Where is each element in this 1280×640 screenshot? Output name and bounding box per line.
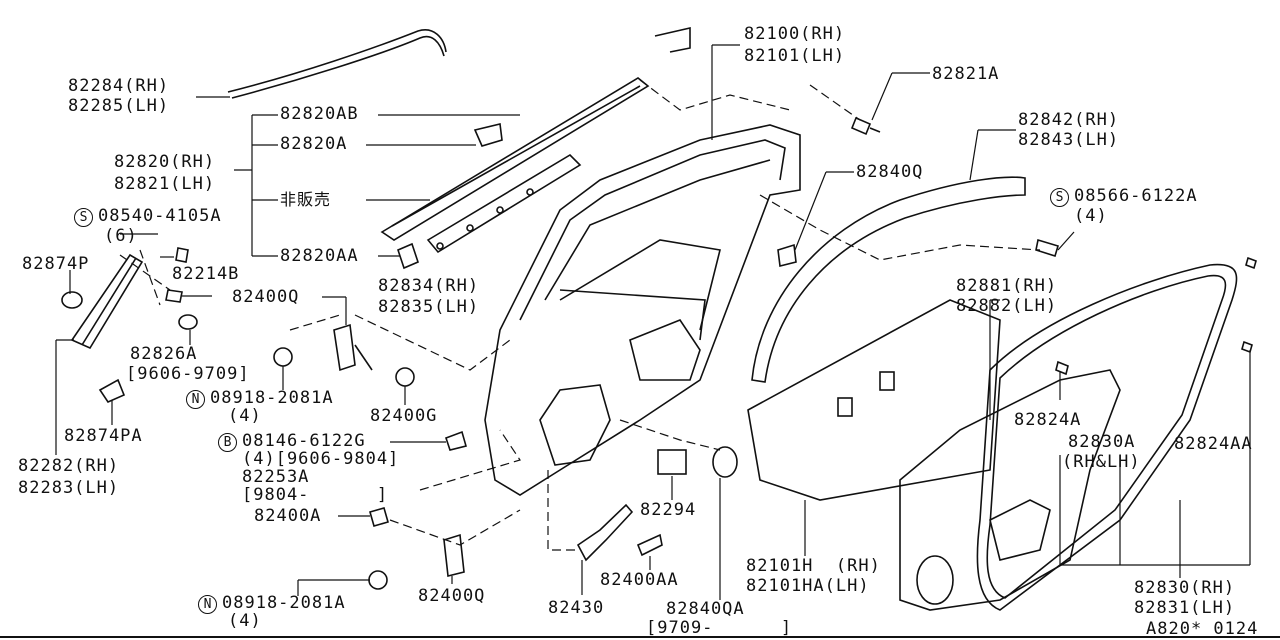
label-82285: 82285(LH) bbox=[68, 96, 169, 116]
label-08918-top-qty: (4) bbox=[228, 406, 262, 426]
label-82840qa-date: [9709- ] bbox=[646, 618, 793, 638]
marker-b-08146: B bbox=[218, 433, 237, 452]
label-82830-rh: 82830(RH) bbox=[1134, 578, 1236, 598]
label-08146-6122g: 08146-6122G bbox=[242, 431, 366, 451]
part-82840q-sheet[interactable] bbox=[777, 243, 797, 267]
label-82835-lh: 82835(LH) bbox=[378, 297, 480, 317]
part-82826a-clip[interactable] bbox=[178, 314, 198, 330]
part-82820a-clip[interactable] bbox=[473, 123, 503, 147]
label-82820aa: 82820AA bbox=[280, 246, 359, 266]
part-82400a-bolt[interactable] bbox=[369, 507, 389, 527]
part-82282-sash[interactable] bbox=[70, 253, 144, 350]
part-82284-molding[interactable] bbox=[227, 29, 447, 99]
label-08146-sub: (4)[9606-9804] bbox=[242, 449, 400, 469]
label-82840qa: 82840QA bbox=[666, 599, 745, 619]
part-82874p-grommet[interactable] bbox=[61, 291, 83, 309]
label-82100-rh: 82100(RH) bbox=[744, 24, 846, 44]
label-82430: 82430 bbox=[548, 598, 605, 618]
part-82830a-weatherstrip[interactable] bbox=[976, 263, 1238, 611]
marker-s-08566: S bbox=[1050, 188, 1069, 207]
part-82834-inner-strip[interactable] bbox=[426, 153, 582, 254]
bottom-border bbox=[0, 636, 1280, 638]
label-82874p: 82874P bbox=[22, 254, 90, 274]
label-82826a: 82826A bbox=[130, 344, 198, 364]
part-82842-weatherstrip[interactable] bbox=[751, 176, 1026, 383]
label-82101-lh: 82101(LH) bbox=[744, 46, 846, 66]
label-08566-6122a: 08566-6122A bbox=[1074, 186, 1198, 206]
part-82830-door-trim[interactable] bbox=[899, 369, 1121, 611]
part-82294-pad[interactable] bbox=[657, 449, 687, 475]
label-82253a: 82253A bbox=[242, 467, 310, 487]
label-08918-bottom-qty: (4) bbox=[228, 611, 262, 631]
part-82874pa-grommet[interactable] bbox=[98, 378, 126, 404]
marker-n-08918-bottom: N bbox=[198, 595, 217, 614]
part-82400q-upper-hinge[interactable] bbox=[333, 323, 373, 372]
label-82294: 82294 bbox=[640, 500, 697, 520]
part-08566-bolt[interactable] bbox=[1035, 238, 1059, 258]
label-82824aa: 82824AA bbox=[1174, 434, 1253, 454]
part-82820aa-clip[interactable] bbox=[397, 242, 419, 270]
assembly-dashed-lines bbox=[119, 79, 1041, 551]
label-82400q-bottom: 82400Q bbox=[418, 586, 486, 606]
label-08918-bottom: 08918-2081A bbox=[222, 593, 346, 613]
label-82820a: 82820A bbox=[280, 134, 348, 154]
label-not-for-sale: 非販売 bbox=[280, 190, 332, 209]
label-82821a: 82821A bbox=[932, 64, 1000, 84]
label-82882-lh: 82882(LH) bbox=[956, 296, 1058, 316]
label-82821-lh: 82821(LH) bbox=[114, 174, 216, 194]
part-82430-handle[interactable] bbox=[576, 503, 634, 562]
label-82843-lh: 82843(LH) bbox=[1018, 130, 1120, 150]
label-82881-rh: 82881(RH) bbox=[956, 276, 1058, 296]
part-82214b-screw[interactable] bbox=[165, 247, 189, 303]
leader-lines bbox=[55, 44, 1251, 600]
part-82821a-bolt[interactable] bbox=[850, 116, 881, 136]
part-82820ab-weatherstrip[interactable] bbox=[380, 26, 691, 241]
label-82282-rh: 82282(RH) bbox=[18, 456, 120, 476]
label-08540-4105a: 08540-4105A bbox=[98, 206, 222, 226]
label-82826a-date: [9606-9709] bbox=[126, 364, 250, 384]
label-82830a-sub: (RH&LH) bbox=[1062, 452, 1141, 472]
label-82840q: 82840Q bbox=[856, 162, 924, 182]
label-82283-lh: 82283(LH) bbox=[18, 478, 120, 498]
label-82101h: 82101H (RH) bbox=[746, 556, 881, 576]
label-82284: 82284(RH) bbox=[68, 76, 170, 96]
label-82842-rh: 82842(RH) bbox=[1018, 110, 1120, 130]
part-82400q-lower-hinge[interactable] bbox=[443, 533, 465, 577]
label-08918-top: 08918-2081A bbox=[210, 388, 334, 408]
diagram-reference-code: A820* 0124 bbox=[1146, 619, 1259, 639]
part-82881-sheet[interactable] bbox=[747, 299, 1001, 501]
label-82285-highlight: 82285 bbox=[68, 96, 125, 116]
label-82820ab: 82820AB bbox=[280, 104, 359, 124]
label-82400q-top: 82400Q bbox=[232, 287, 300, 307]
label-08540-qty: (6) bbox=[104, 226, 138, 246]
label-82400a: 82400A bbox=[254, 506, 322, 526]
label-82830a: 82830A bbox=[1068, 432, 1136, 452]
label-82874pa: 82874PA bbox=[64, 426, 143, 446]
label-82831-lh: 82831(LH) bbox=[1134, 598, 1236, 618]
part-82840qa-seal[interactable] bbox=[712, 446, 738, 478]
label-82834-rh: 82834(RH) bbox=[378, 276, 480, 296]
part-08146-bolt[interactable] bbox=[444, 430, 467, 451]
label-82400aa: 82400AA bbox=[600, 570, 679, 590]
label-82400g: 82400G bbox=[370, 406, 438, 426]
part-82400aa-bolt[interactable] bbox=[636, 533, 663, 557]
part-82824a-clip[interactable] bbox=[1055, 360, 1069, 376]
label-82285-side: (LH) bbox=[124, 96, 170, 116]
marker-s-08540: S bbox=[74, 208, 93, 227]
label-82824a: 82824A bbox=[1014, 410, 1082, 430]
label-82820-rh: 82820(RH) bbox=[114, 152, 216, 172]
label-08566-qty: (4) bbox=[1074, 206, 1108, 226]
marker-n-08918-top: N bbox=[186, 390, 205, 409]
label-82214b: 82214B bbox=[172, 264, 240, 284]
part-82100-door-shell[interactable] bbox=[484, 124, 801, 496]
label-82253a-date: [9804- ] bbox=[242, 485, 389, 505]
label-82101ha: 82101HA(LH) bbox=[746, 576, 870, 596]
